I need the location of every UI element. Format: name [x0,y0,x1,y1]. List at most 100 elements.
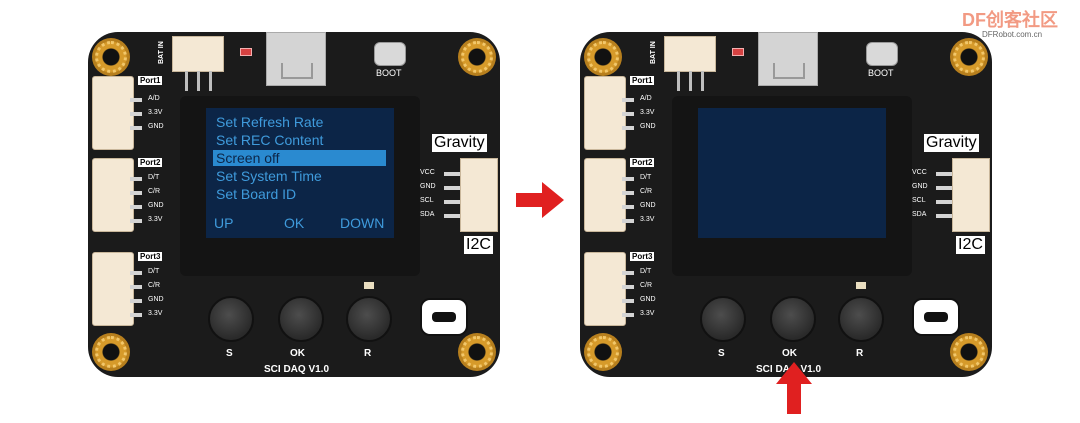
power-led [732,48,744,56]
pin-label: GND [640,123,656,130]
pin-label: C/R [148,188,161,195]
port3-connector [92,252,134,326]
pin-label: C/R [148,282,161,289]
brand-logo: DF创客社区 [962,10,1058,30]
brand-url: DFRobot.com.cn [982,30,1043,39]
battery-connector [664,36,716,91]
port1-connector [584,76,626,150]
menu-item-board-id[interactable]: Set Board ID [216,186,297,202]
robot-logo-icon [912,298,960,336]
pin-label: A/D [640,95,652,102]
port1-label: Port1 [138,76,163,85]
menu-item-screen-off[interactable]: Screen off [213,150,386,166]
port2-label: Port2 [630,158,655,167]
daq-board-before: BAT IN BOOT Port1 A/D 3.3V GND Port2 D/T… [88,32,500,377]
ok-button-label: OK [782,348,797,359]
robot-logo-icon [420,298,468,336]
boot-button[interactable] [374,42,406,66]
i2c-pin-label: VCC [420,169,435,176]
pin-label: C/R [640,188,653,195]
i2c-pin-label: GND [420,183,436,190]
i2c-pin-label: GND [912,183,928,190]
port2-connector [584,158,626,232]
pin-label: C/R [640,282,653,289]
pin-label: 3.3V [148,310,163,317]
mount-hole [92,38,130,76]
boot-button[interactable] [866,42,898,66]
gravity-label: Gravity [924,134,979,152]
gravity-label: Gravity [432,134,487,152]
mount-hole [584,38,622,76]
pin-label: GND [148,296,164,303]
i2c-pin-label: SDA [912,211,927,218]
i2c-pin-label: SCL [912,197,926,204]
pin-label: GND [148,123,164,130]
usb-c-port [758,32,818,86]
mount-hole [950,333,988,371]
display-screen-off [698,108,886,238]
ok-button-label: OK [290,348,305,359]
arrow-right-icon [516,182,564,218]
s-button-label: S [718,348,725,359]
i2c-label: I2C [464,236,493,254]
pin-label: D/T [148,174,160,181]
ok-button[interactable] [278,296,324,342]
pin-label: 3.3V [640,310,655,317]
pin-label: GND [640,202,656,209]
mount-hole [458,333,496,371]
s-button[interactable] [208,296,254,342]
mount-hole [92,333,130,371]
port3-label: Port3 [630,252,655,261]
usb-c-port [266,32,326,86]
i2c-connector [952,158,990,232]
pin-label: GND [640,296,656,303]
s-button[interactable] [700,296,746,342]
r-button-label: R [364,348,372,359]
bat-in-label: BAT IN [650,41,657,64]
display-screen: Set Refresh Rate Set REC Content Screen … [206,108,394,238]
port3-connector [584,252,626,326]
model-label: SCI DAQ V1.0 [264,364,330,375]
boot-label: BOOT [376,68,402,78]
pin-label: D/T [640,268,652,275]
ok-button[interactable] [770,296,816,342]
status-led [364,282,374,289]
softkey-down: DOWN [340,215,385,231]
port2-connector [92,158,134,232]
i2c-pin-label: VCC [912,169,927,176]
pin-label: D/T [148,268,160,275]
power-led [240,48,252,56]
i2c-label: I2C [956,236,985,254]
bat-in-label: BAT IN [158,41,165,64]
mount-hole [950,38,988,76]
i2c-pin-label: SCL [420,197,434,204]
mount-hole [458,38,496,76]
boot-label: BOOT [868,68,894,78]
pin-label: 3.3V [640,109,655,116]
daq-board-after: BAT IN BOOT Port1 A/D 3.3V GND Port2 D/T… [580,32,992,377]
menu-item-system-time[interactable]: Set System Time [216,168,322,184]
pin-label: GND [148,202,164,209]
status-led [856,282,866,289]
port1-label: Port1 [630,76,655,85]
softkey-up: UP [214,215,234,231]
pin-label: 3.3V [148,109,163,116]
softkey-ok: OK [284,215,305,231]
i2c-connector [460,158,498,232]
pin-label: A/D [148,95,160,102]
r-button-label: R [856,348,864,359]
arrow-up-icon [776,362,812,414]
mount-hole [584,333,622,371]
pin-label: 3.3V [640,216,655,223]
menu-item-rec-content[interactable]: Set REC Content [216,132,324,148]
r-button[interactable] [838,296,884,342]
r-button[interactable] [346,296,392,342]
pin-label: 3.3V [148,216,163,223]
port1-connector [92,76,134,150]
port3-label: Port3 [138,252,163,261]
menu-item-refresh-rate[interactable]: Set Refresh Rate [216,114,324,130]
battery-connector [172,36,224,91]
s-button-label: S [226,348,233,359]
pin-label: D/T [640,174,652,181]
port2-label: Port2 [138,158,163,167]
